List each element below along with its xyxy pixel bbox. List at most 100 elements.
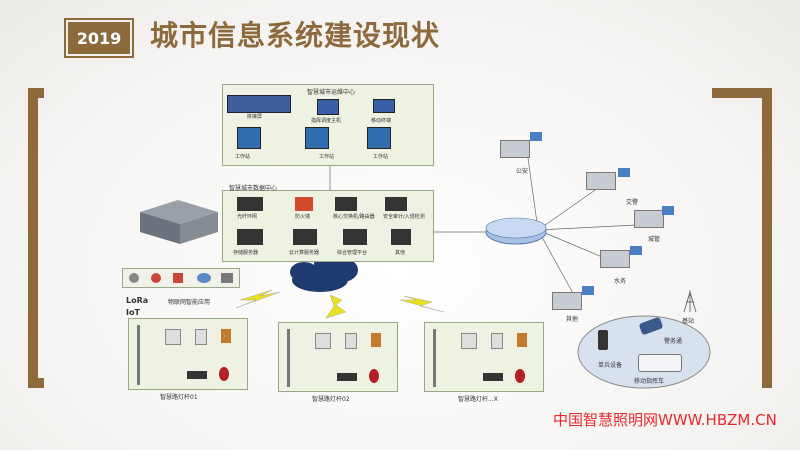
dc-device-label: 云计算服务器 (289, 250, 320, 256)
mobile-device-label: 警务通 (664, 338, 683, 345)
node-computer-icon (618, 168, 630, 177)
link-hub-other (537, 229, 575, 296)
fiber-switch-icon (237, 197, 263, 211)
link-hub-police (527, 157, 539, 231)
sensor-icon (151, 273, 161, 283)
node-building-icon (552, 292, 582, 310)
equipment-icon (195, 329, 207, 345)
dc-device-label: 存储服务器 (233, 250, 259, 256)
firewall-icon (295, 197, 313, 211)
equipment-icon (515, 369, 525, 383)
mobile-device-label: 单兵设备 (598, 362, 623, 369)
dc-device-label: 光纤环网 (237, 214, 258, 220)
street-light-pole-icon (137, 325, 140, 385)
cloud-icon (290, 254, 358, 292)
link-hub-traffic (537, 187, 599, 231)
equipment-icon (461, 333, 477, 349)
equipment-icon (219, 367, 229, 381)
ops-device-label: 移动终端 (371, 118, 392, 124)
platform-server-icon (343, 229, 367, 245)
mobile-device-label: 移动指挥车 (634, 378, 665, 385)
monitor-icon (317, 99, 339, 115)
node-building-icon (634, 210, 664, 228)
cloud-server-icon (293, 229, 317, 245)
page-title: 城市信息系统建设现状 (150, 19, 441, 52)
storage-server-icon (237, 229, 263, 245)
building-icon (140, 200, 218, 244)
equipment-icon (517, 333, 527, 347)
sensor-icon (173, 273, 183, 283)
ops-device-label: 拼接屏 (247, 114, 263, 120)
dc-device-label: 防火墙 (295, 214, 311, 220)
ops-device-label: 指挥调度主机 (311, 118, 342, 124)
equipment-icon (187, 371, 207, 379)
node-label: 交警 (626, 199, 639, 206)
site-watermark: 中国智慧照明网WWW.HBZM.CN (553, 411, 777, 429)
sensor-icon (129, 273, 139, 283)
link-hub-urban (537, 224, 637, 231)
equipment-icon (483, 373, 503, 381)
iot-sensor-panel (122, 268, 240, 288)
street-light-panel (424, 322, 544, 392)
street-light-label: 智慧路灯杆01 (160, 394, 198, 401)
street-light-pole-icon (287, 329, 290, 387)
lightning-icon (325, 294, 347, 319)
equipment-icon (345, 333, 357, 349)
right-bracket-decoration (712, 88, 772, 388)
lightning-icon (399, 295, 445, 313)
equipment-icon (369, 369, 379, 383)
node-computer-icon (582, 286, 594, 295)
iot-platform-label: 物联网智能应用 (168, 299, 211, 306)
equipment-icon (371, 333, 381, 347)
workstation-icon (367, 127, 391, 149)
street-light-panel (278, 322, 398, 392)
street-light-panel (128, 318, 248, 390)
node-label: 水务 (614, 278, 627, 285)
equipment-icon (337, 373, 357, 381)
year-badge: 2019 (68, 22, 130, 54)
video-wall-icon (227, 95, 291, 113)
ops-device-label: 工作站 (319, 154, 335, 160)
node-label: 公安 (516, 168, 529, 175)
sensor-icon (197, 273, 211, 283)
street-light-label: 智慧路灯杆02 (312, 396, 350, 403)
ops-center-panel: 智慧城市运维中心 拼接屏 指挥调度主机 移动终端 工作站 工作站 工作站 (222, 84, 434, 166)
base-station-icon (683, 290, 697, 313)
data-center-panel: 智慧城市数据中心 光纤环网 防火墙 核心交换机/路由器 安全审计/入侵检测 存储… (222, 185, 434, 262)
year-frame (64, 18, 134, 58)
node-building-icon (586, 172, 616, 190)
node-building-icon (600, 250, 630, 268)
laptop-icon (373, 99, 395, 113)
ids-icon (385, 197, 407, 211)
street-light-pole-icon (433, 329, 436, 387)
equipment-icon (221, 329, 231, 343)
street-light-label: 智慧路灯杆...X (458, 396, 498, 403)
node-computer-icon (530, 132, 542, 141)
iot-logo: IoT (126, 308, 140, 317)
router-icon (335, 197, 357, 211)
equipment-icon (491, 333, 503, 349)
ops-device-label: 工作站 (373, 154, 389, 160)
node-building-icon (500, 140, 530, 158)
dc-device-label: 核心交换机/路由器 (333, 214, 375, 220)
workstation-icon (305, 127, 329, 149)
left-bracket-decoration (28, 88, 44, 388)
dc-device-label: 安全审计/入侵检测 (383, 214, 425, 220)
lightning-icon (235, 289, 281, 309)
node-computer-icon (662, 206, 674, 215)
lora-logo: LoRa (126, 296, 149, 305)
node-label: 其他 (566, 316, 579, 323)
dc-device-label: 综合管理平台 (337, 250, 368, 256)
node-label: 基站 (682, 318, 695, 325)
equipment-icon (165, 329, 181, 345)
node-computer-icon (630, 246, 642, 255)
ops-device-label: 工作站 (235, 154, 251, 160)
other-server-icon (391, 229, 411, 245)
handheld-device-icon (598, 330, 608, 350)
data-center-title: 智慧城市数据中心 (229, 185, 278, 192)
sensor-icon (221, 273, 233, 283)
node-label: 城管 (648, 236, 661, 243)
dc-device-label: 其他 (395, 250, 406, 256)
ops-center-title: 智慧城市运维中心 (307, 89, 356, 96)
